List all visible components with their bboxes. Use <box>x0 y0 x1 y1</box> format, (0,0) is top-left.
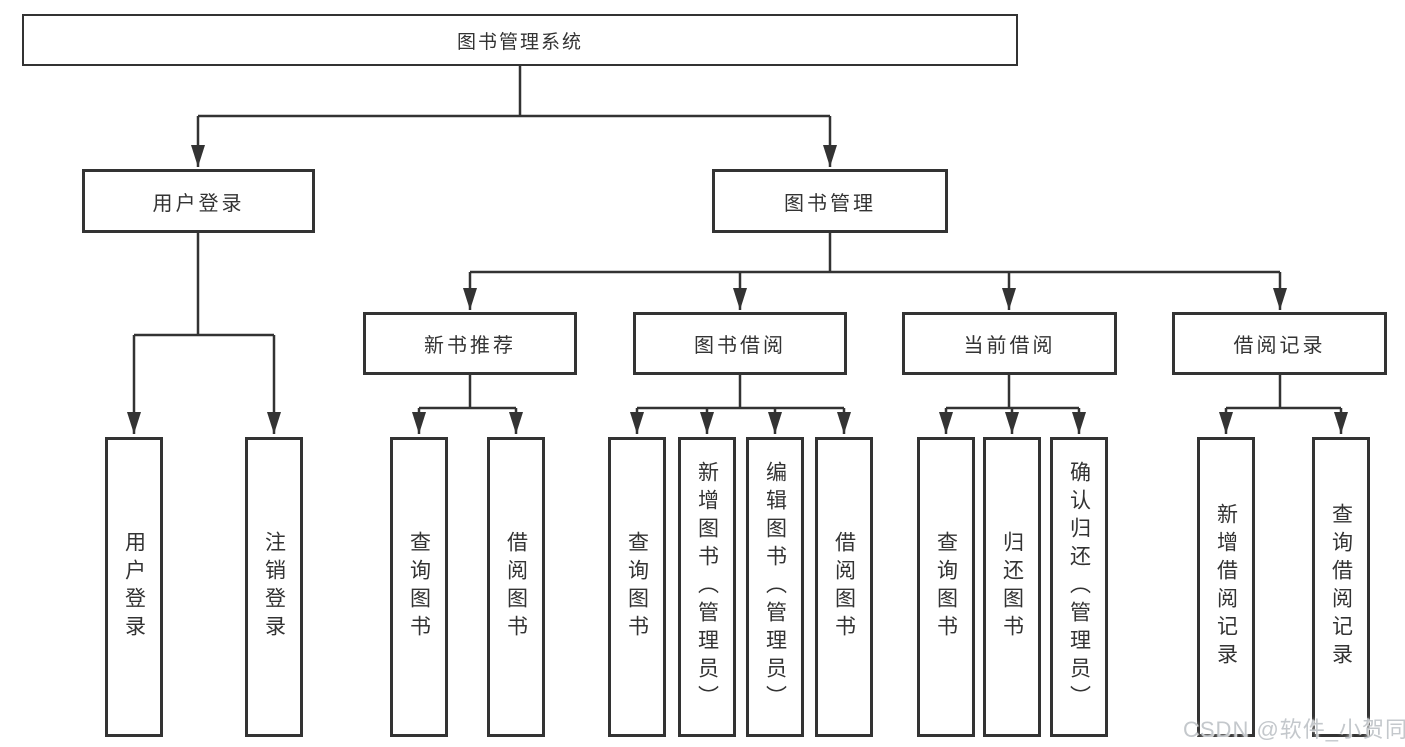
node-new-book-recommend: 新书推荐 <box>363 312 577 375</box>
node-user-login-label: 用户登录 <box>152 192 245 215</box>
node-current-borrow: 当前借阅 <box>902 312 1117 375</box>
leaf-borrow-query-books-label: 查询图书 <box>625 531 649 643</box>
node-borrow-records: 借阅记录 <box>1172 312 1387 375</box>
csdn-watermark: CSDN @软件_小贺同学 <box>1183 717 1405 742</box>
node-current-borrow-label: 当前借阅 <box>963 335 1056 357</box>
leaf-records-add-record: 新增借阅记录 <box>1197 437 1255 737</box>
leaf-borrow-edit-books-admin-label: 编辑图书（管理员） <box>763 461 787 713</box>
node-book-borrow: 图书借阅 <box>633 312 847 375</box>
leaf-records-query-record: 查询借阅记录 <box>1312 437 1370 737</box>
leaf-borrow-edit-books-admin: 编辑图书（管理员） <box>746 437 804 737</box>
leaf-newrec-borrow-books: 借阅图书 <box>487 437 545 737</box>
leaf-records-query-record-label: 查询借阅记录 <box>1329 503 1353 671</box>
leaf-logout: 注销登录 <box>245 437 303 737</box>
leaf-current-return-books-label: 归还图书 <box>1000 531 1024 643</box>
leaf-borrow-query-books: 查询图书 <box>608 437 666 737</box>
node-book-management-label: 图书管理 <box>784 192 876 215</box>
leaf-borrow-add-books-admin: 新增图书（管理员） <box>678 437 736 737</box>
node-book-management: 图书管理 <box>712 169 948 233</box>
leaf-records-add-record-label: 新增借阅记录 <box>1214 503 1238 671</box>
leaf-borrow-add-books-admin-label: 新增图书（管理员） <box>695 461 719 713</box>
leaf-current-return-books: 归还图书 <box>983 437 1041 737</box>
leaf-user-login-label: 用户登录 <box>122 531 146 643</box>
leaf-current-confirm-return-admin: 确认归还（管理员） <box>1050 437 1108 737</box>
leaf-current-query-books-label: 查询图书 <box>934 531 958 643</box>
leaf-current-confirm-return-admin-label: 确认归还（管理员） <box>1067 461 1091 713</box>
leaf-newrec-query-books-label: 查询图书 <box>407 531 431 643</box>
leaf-logout-label: 注销登录 <box>262 531 286 643</box>
node-borrow-records-label: 借阅记录 <box>1233 335 1326 357</box>
node-root: 图书管理系统 <box>22 14 1018 66</box>
leaf-newrec-borrow-books-label: 借阅图书 <box>504 531 528 643</box>
leaf-borrow-borrow-books-label: 借阅图书 <box>832 531 856 643</box>
leaf-user-login: 用户登录 <box>105 437 163 737</box>
node-book-borrow-label: 图书借阅 <box>694 335 786 357</box>
leaf-borrow-borrow-books: 借阅图书 <box>815 437 873 737</box>
leaf-newrec-query-books: 查询图书 <box>390 437 448 737</box>
connector-group <box>127 66 1348 434</box>
node-new-book-recommend-label: 新书推荐 <box>424 335 516 357</box>
leaf-current-query-books: 查询图书 <box>917 437 975 737</box>
node-user-login: 用户登录 <box>82 169 315 233</box>
node-root-label: 图书管理系统 <box>456 31 583 53</box>
